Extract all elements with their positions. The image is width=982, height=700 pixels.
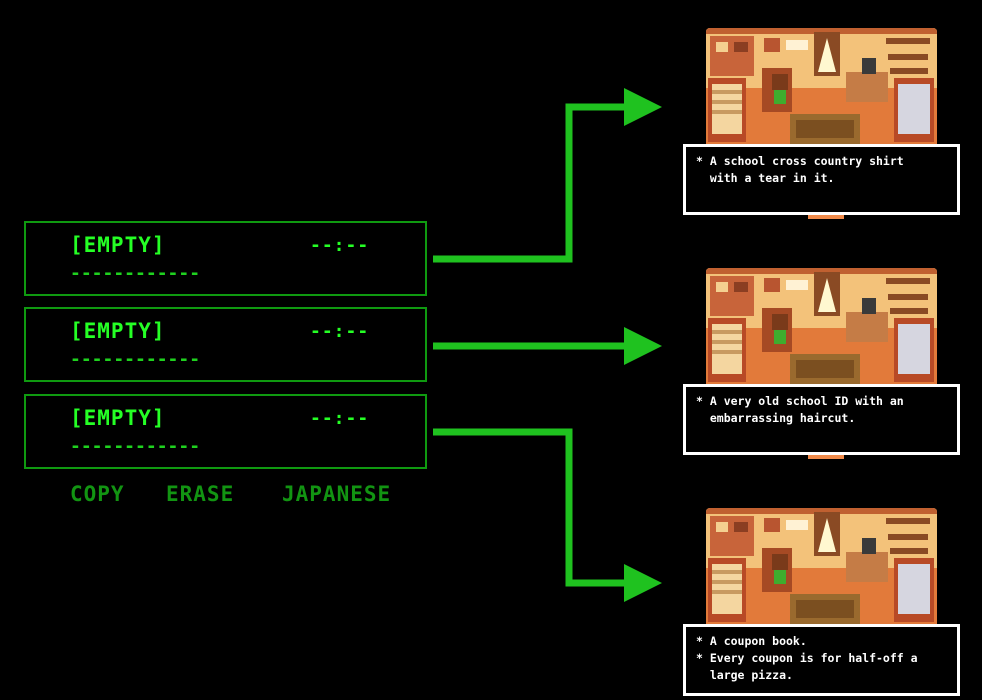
- arrow-to-middle-scene: [433, 327, 662, 365]
- bedroom-illustration: [706, 268, 937, 390]
- japanese-button[interactable]: JAPANESE: [282, 482, 392, 506]
- dialog-line: * A coupon book.: [696, 634, 807, 648]
- save-slot-2[interactable]: [EMPTY] --:-- ------------: [24, 307, 427, 382]
- slot-time: --:--: [310, 408, 370, 429]
- dialog-line: large pizza.: [696, 668, 793, 682]
- arrow-to-top-scene: [433, 88, 662, 263]
- save-slot-1[interactable]: [EMPTY] --:-- ------------: [24, 221, 427, 296]
- dialog-line: * A very old school ID with an: [696, 394, 904, 408]
- slot-location: ------------: [70, 349, 201, 370]
- slot-location: ------------: [70, 263, 201, 284]
- bedroom-scene-3: [706, 508, 937, 630]
- bedroom-scene-1: [706, 28, 937, 150]
- slot-name: [EMPTY]: [70, 233, 166, 257]
- dialog-box-1: * A school cross country shirt with a te…: [683, 144, 960, 215]
- bedroom-scene-2: [706, 268, 937, 390]
- dialog-box-3: * A coupon book. * Every coupon is for h…: [683, 624, 960, 696]
- slot-time: --:--: [310, 321, 370, 342]
- dialog-tab: [808, 455, 844, 459]
- slot-name: [EMPTY]: [70, 319, 166, 343]
- dialog-line: with a tear in it.: [696, 171, 835, 185]
- dialog-line: * A school cross country shirt: [696, 154, 904, 168]
- slot-location: ------------: [70, 436, 201, 457]
- dialog-tab: [808, 215, 844, 219]
- copy-button[interactable]: COPY: [70, 482, 125, 506]
- bedroom-illustration: [706, 28, 937, 150]
- dialog-line: embarrassing haircut.: [696, 411, 856, 425]
- bedroom-illustration: [706, 508, 937, 630]
- dialog-box-2: * A very old school ID with an embarrass…: [683, 384, 960, 455]
- erase-button[interactable]: ERASE: [166, 482, 235, 506]
- arrow-to-bottom-scene: [433, 428, 662, 602]
- save-slot-3[interactable]: [EMPTY] --:-- ------------: [24, 394, 427, 469]
- dialog-line: * Every coupon is for half-off a: [696, 651, 918, 665]
- slot-name: [EMPTY]: [70, 406, 166, 430]
- slot-time: --:--: [310, 235, 370, 256]
